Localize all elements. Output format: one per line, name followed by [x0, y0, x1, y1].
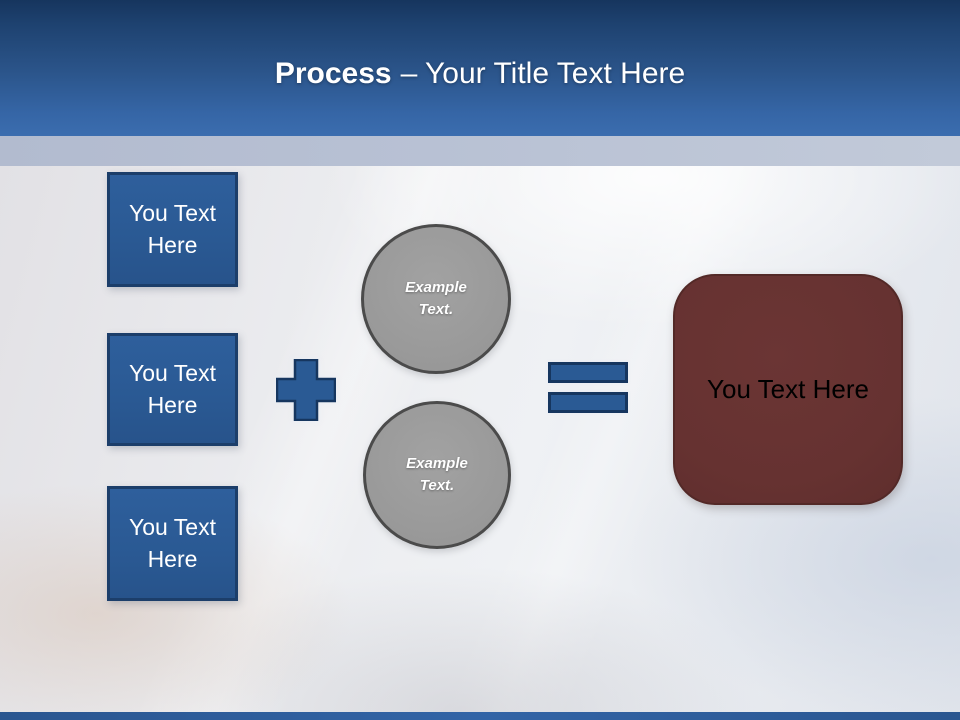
result-box-label: You Text Here: [707, 374, 869, 404]
slide-title-keyword: Process: [274, 57, 392, 90]
input-box-2: You Text Here: [107, 333, 238, 446]
slide-title: Process – Your Title Text Here: [275, 45, 685, 91]
slide-header: Process – Your Title Text Here: [0, 0, 960, 136]
example-circle-2: Example Text.: [363, 401, 511, 549]
bottom-accent-bar: [0, 712, 960, 720]
header-divider-band: [0, 136, 960, 166]
plus-icon: [276, 359, 336, 421]
example-circle-1: Example Text.: [361, 224, 511, 374]
equals-icon-top-bar: [548, 362, 628, 383]
input-box-1-label: You Text Here: [129, 200, 216, 258]
example-circle-1-label: Example Text.: [405, 278, 467, 319]
slide-title-rest: – Your Title Text Here: [400, 57, 686, 90]
input-box-3-label: You Text Here: [129, 514, 216, 572]
result-box: You Text Here: [673, 274, 903, 505]
example-circle-2-label: Example Text.: [406, 454, 468, 495]
equals-icon-bottom-bar: [548, 392, 628, 413]
input-box-2-label: You Text Here: [129, 360, 216, 418]
input-box-1: You Text Here: [107, 172, 238, 287]
slide-content: You Text Here You Text Here You Text Her…: [0, 166, 960, 712]
input-box-3: You Text Here: [107, 486, 238, 601]
